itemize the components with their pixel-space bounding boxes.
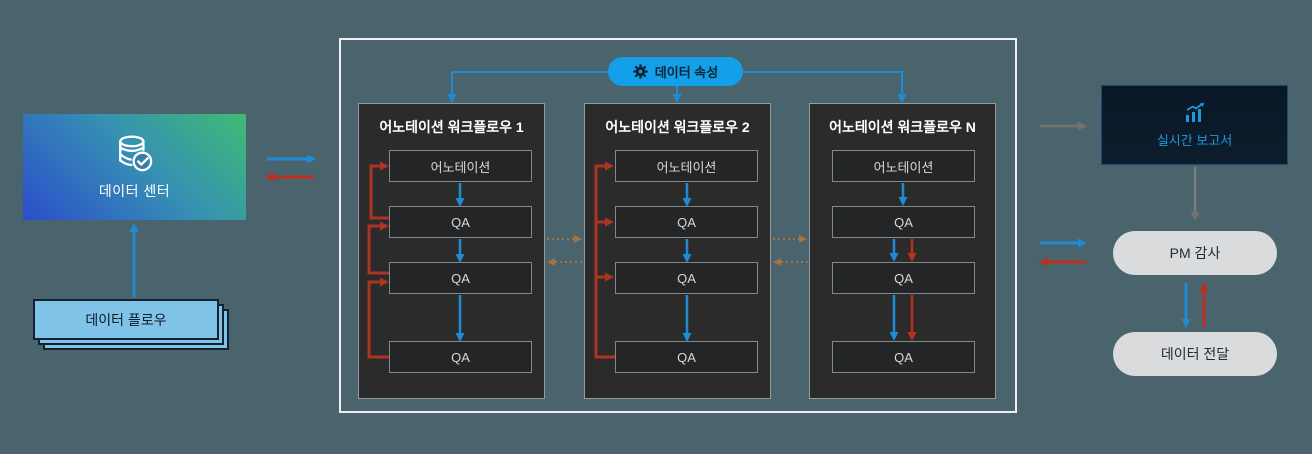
workflow-n-step-qa1: QA [832, 206, 975, 238]
workflow-1-step-annotation: 어노테이션 [389, 150, 532, 182]
workflow-panel-1: 어노테이션 워크플로우 1 어노테이션 QA QA QA [358, 103, 545, 399]
database-check-icon [118, 135, 152, 172]
pm-audit-pill: PM 감사 [1113, 231, 1277, 275]
workflow-1-step-qa2: QA [389, 262, 532, 294]
workflow-n-step-qa2: QA [832, 262, 975, 294]
realtime-report-label: 실시간 보고서 [1156, 132, 1233, 148]
workflow-container [339, 38, 1017, 413]
workflow-1-step-qa1: QA [389, 206, 532, 238]
data-flow-card: 데이터 플로우 [33, 299, 219, 340]
gear-icon [633, 64, 648, 79]
workflow-n-step-qa3: QA [832, 341, 975, 373]
workflow-1-step-qa3: QA [389, 341, 532, 373]
workflow-2-step-qa3: QA [615, 341, 758, 373]
workflow-2-title: 어노테이션 워크플로우 2 [605, 119, 750, 135]
workflow-panel-2: 어노테이션 워크플로우 2 어노테이션 QA QA QA [584, 103, 771, 399]
pm-audit-label: PM 감사 [1169, 245, 1221, 261]
data-delivery-label: 데이터 전달 [1160, 346, 1230, 362]
workflow-2-step-qa1: QA [615, 206, 758, 238]
workflow-1-title: 어노테이션 워크플로우 1 [379, 119, 524, 135]
workflow-n-step-annotation: 어노테이션 [832, 150, 975, 182]
workflow-panel-n: 어노테이션 워크플로우 N 어노테이션 QA QA QA [809, 103, 996, 399]
data-attributes-pill: 데이터 속성 [608, 57, 743, 86]
realtime-report-card: 실시간 보고서 [1101, 85, 1288, 165]
data-center-card: 데이터 센터 [23, 114, 246, 220]
data-flow-label: 데이터 플로우 [85, 311, 167, 328]
data-delivery-pill: 데이터 전달 [1113, 332, 1277, 376]
workflow-2-step-annotation: 어노테이션 [615, 150, 758, 182]
bar-chart-trend-icon [1185, 102, 1204, 122]
workflow-n-title: 어노테이션 워크플로우 N [829, 119, 976, 135]
data-attributes-label: 데이터 속성 [654, 65, 719, 80]
workflow-2-step-qa2: QA [615, 262, 758, 294]
data-center-label: 데이터 센터 [98, 183, 171, 199]
